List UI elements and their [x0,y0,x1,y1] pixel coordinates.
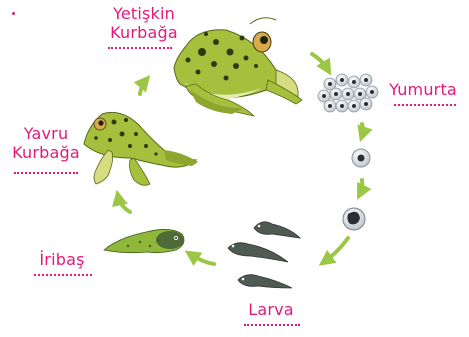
egg-cluster-illustration [318,74,378,112]
corner-dot [12,12,15,15]
label-adult-frog: Yetişkin Kurbağa [92,4,196,42]
hatching-embryo-illustration [343,208,365,230]
young-frog-illustration [84,112,198,185]
embryo-egg-illustration [352,149,370,167]
label-larva-underline [244,324,300,326]
arrow-egg-to-embryo [362,124,363,136]
tadpole-illustration [104,229,184,252]
label-adult-frog-line1: Yetişkin [92,4,196,23]
label-young-frog: Yavru Kurbağa [2,124,90,162]
arrow-young-to-adult [140,80,146,94]
label-tadpole-underline [34,274,92,276]
label-larva: Larva [236,300,306,319]
label-tadpole: İribaş [26,250,98,269]
label-adult-frog-underline [108,47,172,49]
label-egg-underline [394,104,456,106]
arrow-larva-to-tadpole [190,254,214,264]
label-adult-frog-line2: Kurbağa [92,23,196,42]
label-young-frog-underline [14,172,78,174]
arrow-hatchling-to-larva [324,238,348,262]
arrow-tadpole-to-young [118,196,130,212]
arrow-adult-to-egg [312,54,328,70]
label-egg: Yumurta [380,80,466,99]
arrow-embryo-to-hatchling [360,180,362,194]
label-young-frog-line1: Yavru [2,124,90,143]
label-young-frog-line2: Kurbağa [2,143,90,162]
larva-illustration [228,222,300,288]
